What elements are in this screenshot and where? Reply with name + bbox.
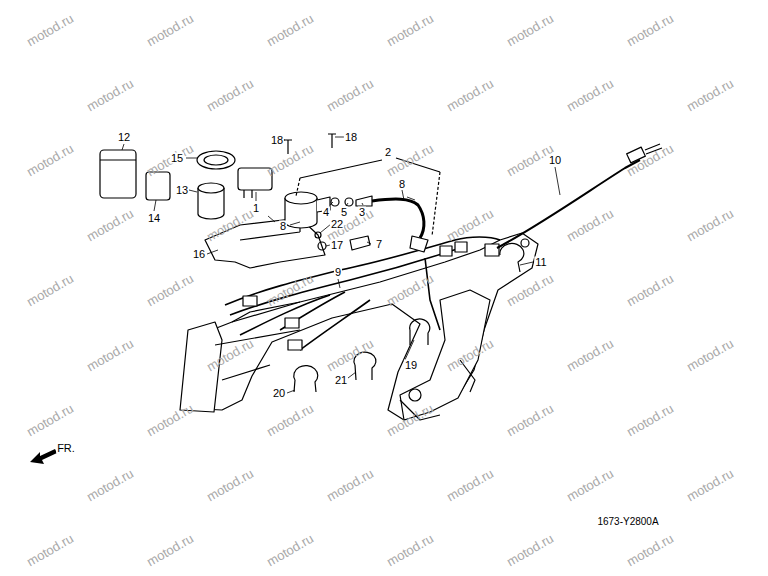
watermark: motod.ru — [625, 532, 676, 569]
callout-number: 19 — [404, 360, 418, 371]
watermark: motod.ru — [685, 337, 736, 374]
ring-inner — [204, 155, 228, 165]
watermark: motod.ru — [85, 77, 136, 114]
callout-number: 13 — [175, 185, 189, 196]
watermark: motod.ru — [445, 467, 496, 504]
ring — [197, 151, 235, 169]
plug-wire — [372, 199, 424, 238]
watermark: motod.ru — [685, 467, 736, 504]
watermark: motod.ru — [265, 532, 316, 569]
seal — [331, 198, 339, 206]
bolt — [328, 134, 336, 148]
watermark: motod.ru — [505, 12, 556, 49]
callout-number: 17 — [330, 240, 344, 251]
callout-number: 12 — [117, 132, 131, 143]
callout-number: 9 — [334, 267, 342, 278]
watermark: motod.ru — [85, 467, 136, 504]
watermark: motod.ru — [265, 402, 316, 439]
connector — [285, 318, 299, 328]
drawing-code: 1673-Y2800A — [596, 517, 659, 527]
connector — [485, 244, 499, 256]
callout-number: FR. — [56, 443, 76, 454]
watermark: motod.ru — [565, 207, 616, 244]
clamp — [294, 366, 318, 392]
watermark: motod.ru — [625, 402, 676, 439]
watermark: motod.ru — [325, 337, 376, 374]
callout-number: 1 — [252, 203, 260, 214]
coil-top — [285, 192, 317, 204]
callout-number: 16 — [192, 249, 206, 260]
watermark: motod.ru — [265, 142, 316, 179]
regulator-edge — [100, 159, 136, 160]
watermark: motod.ru — [85, 337, 136, 374]
watermark: motod.ru — [565, 77, 616, 114]
clamp — [500, 243, 524, 272]
callout-number: 11 — [534, 257, 547, 268]
terminal — [356, 196, 372, 206]
callout-number: 20 — [272, 388, 286, 399]
watermark: motod.ru — [565, 337, 616, 374]
unit-pins — [244, 190, 252, 198]
leader-lines — [122, 137, 560, 393]
callout-number: 7 — [375, 239, 383, 250]
watermark: motod.ru — [25, 12, 76, 49]
watermark: motod.ru — [145, 12, 196, 49]
watermark: motod.ru — [385, 12, 436, 49]
callout-number: 18 — [344, 132, 358, 143]
mount-hole — [521, 239, 529, 247]
flasher-top — [198, 183, 224, 193]
watermark: motod.ru — [685, 207, 736, 244]
callout-number: 5 — [340, 207, 348, 218]
watermark: motod.ru — [85, 207, 136, 244]
watermark: motod.ru — [565, 467, 616, 504]
callout-number: 3 — [358, 207, 366, 218]
watermark: motod.ru — [325, 77, 376, 114]
watermark: motod.ru — [25, 272, 76, 309]
frame-gusset — [215, 302, 300, 380]
pivot — [409, 389, 421, 401]
watermark: motod.ru — [505, 402, 556, 439]
watermark: motod.ru — [25, 402, 76, 439]
watermark: motod.ru — [145, 532, 196, 569]
watermark: motod.ru — [205, 77, 256, 114]
watermark: motod.ru — [325, 467, 376, 504]
callout-number: 10 — [548, 155, 562, 166]
regulator — [100, 150, 136, 198]
watermark: motod.ru — [145, 402, 196, 439]
connector — [455, 242, 467, 252]
connector — [440, 246, 452, 256]
group-bracket — [296, 172, 440, 236]
callout-number: 18 — [270, 135, 284, 146]
watermark: motod.ru — [445, 77, 496, 114]
callout-number: 8 — [398, 179, 406, 190]
watermark: motod.ru — [385, 142, 436, 179]
cap — [350, 236, 370, 250]
callout-number: 4 — [322, 207, 330, 218]
watermark: motod.ru — [505, 532, 556, 569]
callout-number: 21 — [334, 375, 348, 386]
watermark: motod.ru — [625, 12, 676, 49]
nut — [345, 198, 353, 206]
watermark: motod.ru — [145, 272, 196, 309]
callout-number: 8 — [279, 221, 287, 232]
connector — [243, 296, 257, 306]
plug-cap — [410, 236, 428, 252]
washer — [318, 242, 326, 250]
callout-number: 2 — [384, 147, 392, 158]
clamp — [410, 319, 430, 345]
watermark: motod.ru — [625, 272, 676, 309]
callout-number: 14 — [147, 213, 161, 224]
watermark: motod.ru — [685, 77, 736, 114]
watermark: motod.ru — [265, 12, 316, 49]
callout-number: 22 — [330, 219, 344, 230]
watermark: motod.ru — [25, 142, 76, 179]
watermark: motod.ru — [205, 467, 256, 504]
callout-number: 15 — [170, 153, 184, 164]
front-arrow — [30, 449, 57, 464]
watermark: motod.ru — [25, 532, 76, 569]
watermark: motod.ru — [385, 532, 436, 569]
connector — [288, 340, 302, 350]
